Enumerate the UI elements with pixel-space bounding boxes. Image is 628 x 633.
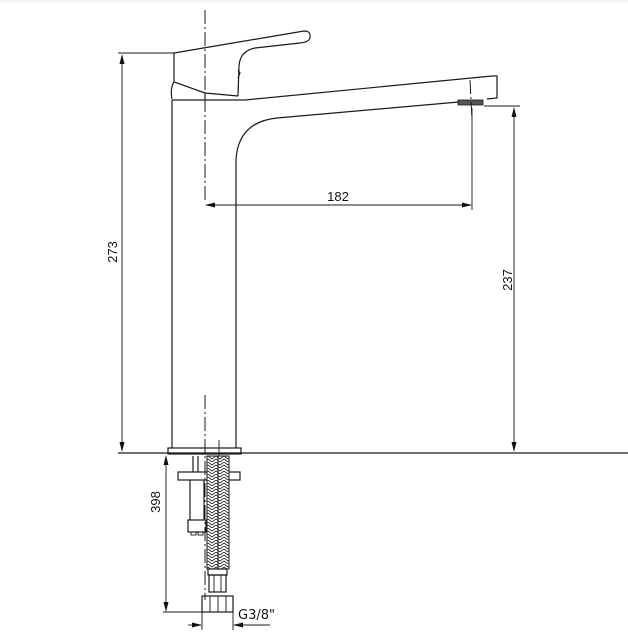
faucet-body	[171, 75, 498, 448]
lever-handle	[170, 30, 311, 100]
label-398: 398	[148, 491, 163, 513]
hose-nut	[201, 568, 234, 613]
label-237: 237	[500, 269, 515, 291]
dimension-hose-length: 398	[148, 455, 204, 613]
label-thread: G3/8"	[238, 608, 275, 623]
dimension-spout-clearance: 237	[484, 105, 520, 452]
dimension-total-height: 273	[105, 52, 174, 452]
flexible-hose	[206, 455, 230, 570]
label-182: 182	[327, 189, 349, 204]
aerator	[457, 79, 484, 121]
top-edge-shadow	[0, 0, 628, 4]
dimension-thread: G3/8"	[188, 608, 275, 630]
label-273: 273	[105, 241, 120, 263]
dimension-spout-reach: 182	[205, 108, 473, 210]
